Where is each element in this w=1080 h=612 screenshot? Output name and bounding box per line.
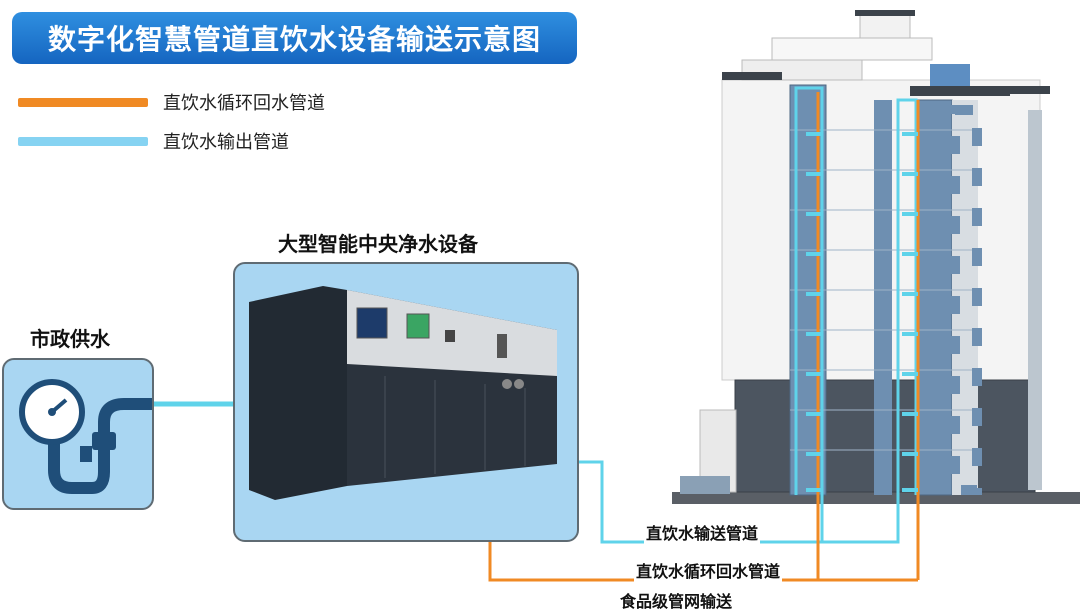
purifier-machine-icon [249, 286, 557, 500]
legend-swatch-output [18, 137, 148, 146]
legend-label-output: 直饮水输出管道 [163, 132, 289, 153]
building-riser-pipes [794, 86, 920, 580]
pressure-gauge-icon [19, 379, 152, 494]
delivery-pipe [560, 460, 900, 544]
page-title: 数字化智慧管道直饮水设备输送示意图 [12, 12, 577, 64]
legend-swatch-return [18, 98, 148, 107]
return-pipe-label: 直饮水循环回水管道 [634, 558, 783, 582]
legend-label-return: 直饮水循环回水管道 [163, 93, 325, 114]
building-illustration [680, 10, 1050, 496]
delivery-pipe-label: 直饮水输送管道 [644, 520, 761, 544]
municipal-panel [2, 358, 154, 510]
municipal-label: 市政供水 [30, 327, 110, 351]
equipment-panel [233, 262, 579, 542]
equipment-label: 大型智能中央净水设备 [278, 232, 478, 256]
food-grade-label: 食品级管网输送 [618, 588, 735, 612]
